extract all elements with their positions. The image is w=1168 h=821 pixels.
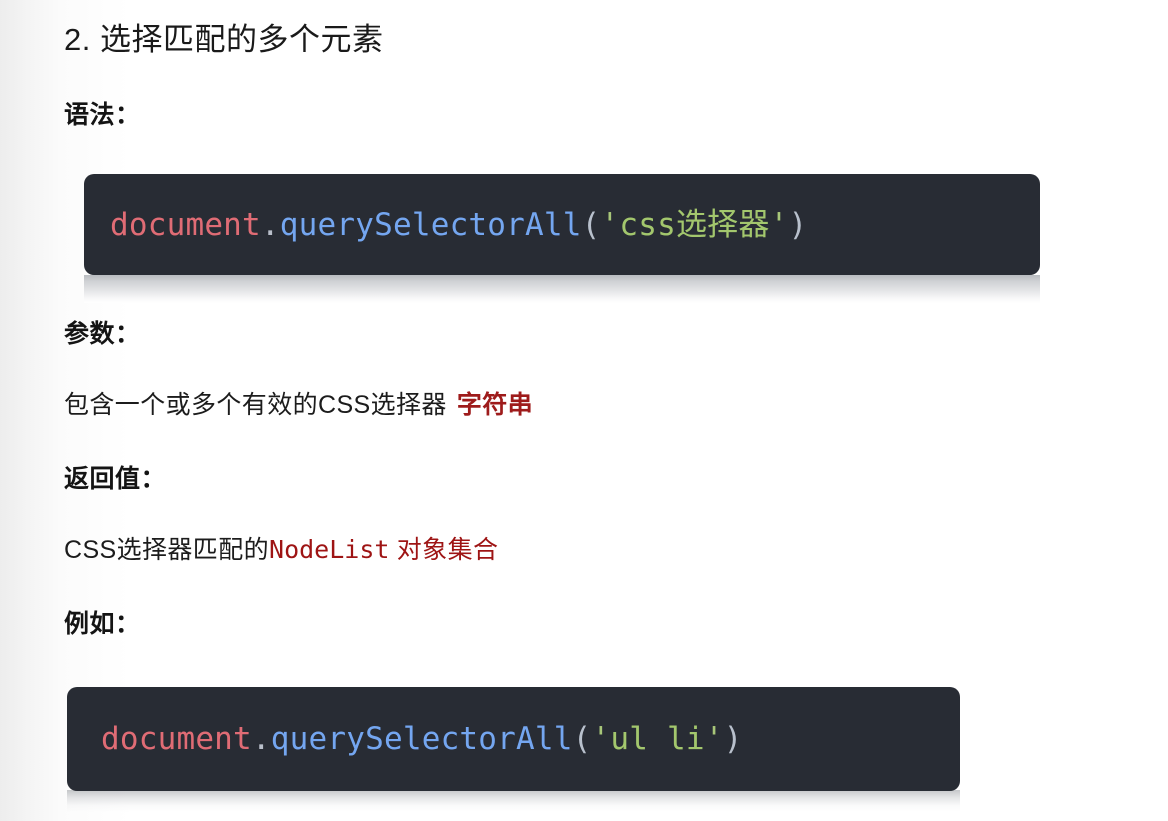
returns-description-tail: 对象集合 <box>389 536 499 564</box>
returns-description-nodelist: NodeList <box>269 535 390 564</box>
params-description: 包含一个或多个有效的CSS选择器字符串 <box>64 386 533 424</box>
code-token-open-quote: ' <box>591 721 611 757</box>
code-token-object: document <box>110 206 261 243</box>
code-token-argument: css选择器 <box>619 206 770 243</box>
code-token-open-quote: ' <box>600 206 620 243</box>
heading-syntax: 语法： <box>64 101 141 129</box>
code-token-argument: ul li <box>610 721 705 757</box>
code-token-close-quote: ' <box>704 721 724 757</box>
returns-description-plain: CSS选择器匹配的 <box>64 536 270 564</box>
code-block-example-shadow <box>67 790 960 812</box>
heading-example: 例如： <box>64 610 141 638</box>
code-token-dot: . <box>260 206 280 243</box>
code-token-method: querySelectorAll <box>270 721 573 757</box>
params-description-accent: 字符串 <box>456 391 534 419</box>
code-block-syntax-shadow <box>84 275 1040 303</box>
code-token-close-paren: ) <box>723 721 743 757</box>
code-token-open-paren: ( <box>572 721 592 757</box>
code-token-method: querySelectorAll <box>279 206 582 243</box>
code-token-object: document <box>101 721 252 757</box>
heading-params: 参数： <box>64 320 141 348</box>
code-block-example: document.querySelectorAll('ul li') <box>67 687 960 791</box>
page-title: 2. 选择匹配的多个元素 <box>64 22 384 57</box>
code-line-example: document.querySelectorAll('ul li') <box>101 719 742 759</box>
code-token-close-paren: ) <box>788 206 808 243</box>
code-line-syntax: document.querySelectorAll('css选择器') <box>110 205 807 245</box>
heading-returns: 返回值： <box>64 465 167 493</box>
code-token-dot: . <box>251 721 271 757</box>
params-description-plain: 包含一个或多个有效的CSS选择器 <box>64 391 447 419</box>
returns-description: CSS选择器匹配的NodeList 对象集合 <box>64 531 498 569</box>
code-token-close-quote: ' <box>769 206 789 243</box>
code-block-syntax: document.querySelectorAll('css选择器') <box>84 174 1040 275</box>
code-token-open-paren: ( <box>581 206 601 243</box>
